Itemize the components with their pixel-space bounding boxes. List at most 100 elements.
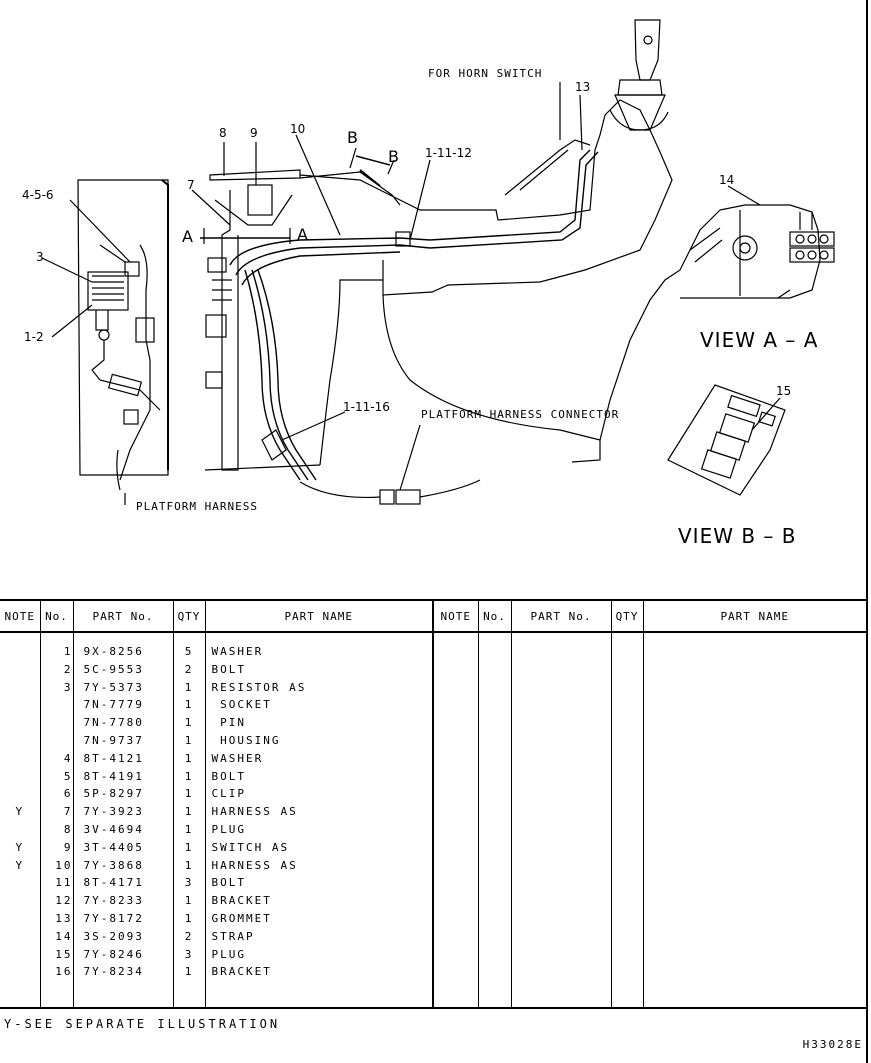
table-cell-no: 15 [55, 947, 73, 961]
callout-15: 15 [776, 384, 792, 398]
table-cell-qty: 3 [184, 947, 194, 961]
header-part-name: PART NAME [204, 599, 433, 633]
table-cell-note: Y [15, 840, 25, 854]
table-cell-note [0, 874, 40, 892]
section-b-right: B [388, 147, 399, 166]
table-cell-part-no: 7N-9737 [83, 733, 144, 747]
table-cell-qty: 1 [184, 894, 194, 908]
empty-item-number-column [477, 632, 511, 1009]
empty-part-number-column [510, 632, 611, 1009]
header-part-no-right: PART No. [510, 599, 611, 633]
table-cell-qty: 2 [184, 929, 194, 943]
table-cell-note [0, 785, 40, 803]
empty-part-name-column [642, 632, 866, 1009]
table-cell-name: BRACKET [211, 894, 272, 908]
table-cell-part-no: 7Y-3923 [83, 805, 144, 819]
table-header-row: NOTE No. PART No. QTY PART NAME NOTE No.… [0, 599, 866, 633]
footnote: Y-SEE SEPARATE ILLUSTRATION [4, 1017, 281, 1031]
parts-list-table: NOTE No. PART No. QTY PART NAME NOTE No.… [0, 599, 866, 1009]
table-cell-name: STRAP [211, 929, 255, 943]
table-cell-note [0, 714, 40, 732]
table-cell-qty: 2 [184, 662, 194, 676]
page-border-right [866, 0, 868, 1063]
table-cell-part-no: 3V-4694 [83, 822, 144, 836]
table-cell-qty: 5 [184, 645, 194, 658]
table-cell-part-no: 7Y-8234 [83, 965, 144, 979]
table-cell-name: HOUSING [211, 733, 281, 747]
table-cell-name: PLUG [211, 822, 246, 836]
table-cell-part-no: 8T-4171 [83, 876, 144, 890]
header-part-no: PART No. [72, 599, 173, 633]
table-cell-part-no: 9X-8256 [83, 645, 144, 658]
table-cell-part-no: 7Y-8172 [83, 911, 144, 925]
table-cell-no: 3 [63, 680, 73, 694]
table-cell-no [41, 714, 73, 732]
callout-9: 9 [250, 126, 258, 140]
table-cell-no: 8 [63, 822, 73, 836]
table-cell-part-no: 3T-4405 [83, 840, 144, 854]
table-cell-name: BRACKET [211, 965, 272, 979]
table-cell-name: BOLT [211, 876, 246, 890]
header-no-right: No. [477, 599, 511, 633]
table-cell-part-no: 7Y-8233 [83, 894, 144, 908]
table-cell-part-no: 7Y-5373 [83, 680, 144, 694]
callout-3: 3 [36, 250, 44, 264]
platform-harness-connector-label: PLATFORM HARNESS CONNECTOR [421, 408, 620, 421]
table-cell-name: BOLT [211, 769, 246, 783]
table-cell-part-no: 5P-8297 [83, 787, 144, 801]
table-cell-no: 2 [63, 662, 73, 676]
table-cell-name: HARNESS AS [211, 805, 298, 819]
for-horn-switch-label: FOR HORN SWITCH [428, 67, 543, 80]
table-cell-qty: 1 [184, 769, 194, 783]
header-no: No. [39, 599, 73, 633]
table-cell-no: 11 [55, 876, 73, 890]
table-cell-qty: 1 [184, 965, 194, 979]
table-cell-qty: 1 [184, 733, 194, 747]
header-qty-right: QTY [610, 599, 643, 633]
table-cell-no: 10 [55, 858, 73, 872]
empty-quantity-column [610, 632, 643, 1009]
table-cell-qty: 1 [184, 698, 194, 712]
table-cell-qty: 1 [184, 858, 194, 872]
empty-note-column [432, 632, 478, 1009]
table-cell-name: BOLT [211, 662, 246, 676]
table-cell-name: SWITCH AS [211, 840, 290, 854]
section-b-left: B [347, 128, 358, 147]
table-cell-qty: 1 [184, 911, 194, 925]
table-cell-qty: 1 [184, 805, 194, 819]
view-aa-label: VIEW A – A [700, 328, 819, 352]
table-cell-note [0, 821, 40, 839]
table-cell-part-no: 8T-4121 [83, 751, 144, 765]
table-cell-name: PIN [211, 716, 246, 730]
table-cell-part-no: 7N-7780 [83, 716, 144, 730]
header-note: NOTE [0, 599, 40, 633]
table-cell-note [0, 910, 40, 928]
table-cell-note [0, 732, 40, 750]
table-cell-no: 5 [63, 769, 73, 783]
table-cell-note [0, 750, 40, 768]
table-cell-note [0, 946, 40, 964]
table-cell-qty: 1 [184, 822, 194, 836]
header-part-name-right: PART NAME [642, 599, 866, 633]
table-cell-no: 9 [63, 840, 73, 854]
callout-1-11-12: 1-11-12 [425, 146, 472, 160]
table-cell-name: WASHER [211, 645, 264, 658]
table-cell-qty: 1 [184, 716, 194, 730]
table-cell-name: HARNESS AS [211, 858, 298, 872]
table-cell-note [0, 928, 40, 946]
callout-7: 7 [187, 178, 195, 192]
callout-13: 13 [575, 80, 591, 94]
callout-1-2: 1-2 [24, 330, 44, 344]
table-cell-name: PLUG [211, 947, 246, 961]
table-cell-qty: 1 [184, 751, 194, 765]
table-cell-note [0, 696, 40, 714]
table-cell-note [0, 768, 40, 786]
table-cell-no: 6 [63, 787, 73, 801]
section-a-right: A [297, 225, 308, 244]
table-cell-no [41, 732, 73, 750]
